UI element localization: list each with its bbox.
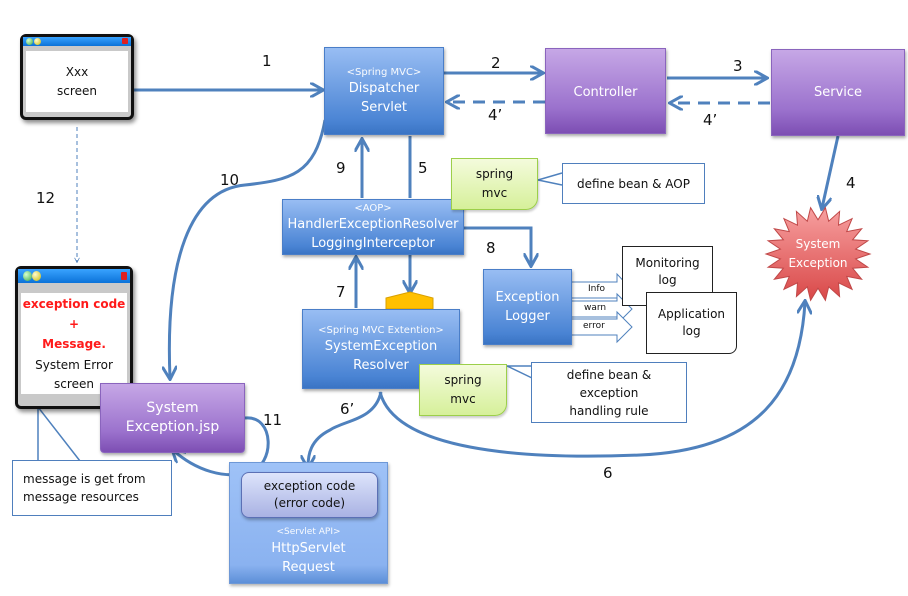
system-exception-node[interactable]: System Exception bbox=[778, 235, 858, 273]
arrow-6 bbox=[378, 302, 805, 458]
logger-line2: Logger bbox=[505, 309, 550, 324]
window-dot-green bbox=[26, 38, 33, 45]
edge-label-8: 8 bbox=[486, 239, 496, 257]
edge-label-2: 2 bbox=[491, 54, 501, 72]
interceptor-line2: LoggingInterceptor bbox=[311, 235, 435, 251]
callout-rule-line3: handling rule bbox=[569, 403, 649, 418]
system-exception-line2: Exception bbox=[788, 256, 848, 270]
jsp-line1: System bbox=[146, 400, 199, 416]
resolver-gate-shape bbox=[385, 291, 434, 310]
application-log-line1: Application bbox=[657, 307, 726, 321]
edge-label-5: 5 bbox=[418, 159, 428, 177]
window-dot-yellow bbox=[32, 271, 41, 281]
dispatcher-servlet-node[interactable]: <Spring MVC> Dispatcher Servlet bbox=[324, 47, 444, 135]
arrow-6prime bbox=[308, 391, 383, 467]
callout-message-resources: message is get from message resources bbox=[12, 460, 172, 516]
logging-interceptor-node[interactable]: <AOP> HandlerExceptionResolver LoggingIn… bbox=[282, 199, 464, 255]
resolver-line2: Resolver bbox=[353, 357, 409, 373]
callout-define-bean-aop: define bean & AOP bbox=[562, 163, 705, 204]
spring-mvc-note-2: spring mvc bbox=[419, 364, 507, 416]
resolver-stereotype: <Spring MVC Extention> bbox=[318, 324, 444, 336]
edge-label-10: 10 bbox=[220, 171, 240, 189]
edge-label-11: 11 bbox=[263, 411, 283, 429]
controller-node[interactable]: Controller bbox=[545, 48, 666, 134]
edge-label-3: 3 bbox=[733, 57, 743, 75]
service-label: Service bbox=[813, 85, 863, 100]
callout-tail-message bbox=[37, 404, 81, 462]
system-exception-line1: System bbox=[795, 237, 841, 251]
resolver-line1: SystemException bbox=[324, 338, 438, 354]
callout-tail-bean-rule bbox=[506, 365, 533, 379]
callout-bean-aop-text: define bean & AOP bbox=[577, 176, 690, 191]
window-close-icon[interactable] bbox=[122, 38, 128, 44]
edge-label-1: 1 bbox=[262, 52, 272, 70]
note2-line2: mvc bbox=[450, 392, 476, 406]
error-highlight-line2: + bbox=[68, 316, 80, 331]
controller-label: Controller bbox=[573, 85, 638, 100]
window-dot-green bbox=[23, 271, 32, 281]
spring-mvc-note-1: spring mvc bbox=[451, 158, 538, 210]
edge-label-4prime-a: 4’ bbox=[488, 106, 503, 124]
dispatcher-stereotype: <Spring MVC> bbox=[346, 66, 422, 78]
system-exception-burst bbox=[764, 206, 872, 302]
jsp-line2: Exception.jsp bbox=[125, 419, 220, 435]
monitoring-log-line2: log bbox=[658, 273, 677, 287]
callout-message-line2: message resources bbox=[23, 490, 139, 504]
edge-label-7: 7 bbox=[336, 283, 346, 301]
request-line2: Request bbox=[282, 560, 335, 575]
log-level-error: error bbox=[583, 321, 605, 331]
monitoring-log-line1: Monitoring bbox=[635, 256, 700, 270]
exception-code-attribute: exception code (error code) bbox=[241, 472, 378, 518]
callout-define-bean-rule: define bean & exception handling rule bbox=[531, 362, 687, 423]
window-titlebar bbox=[23, 37, 131, 46]
request-line1: HttpServlet bbox=[271, 541, 346, 556]
interceptor-line1: HandlerExceptionResolver bbox=[287, 216, 459, 232]
callout-rule-line2: exception bbox=[579, 385, 639, 400]
request-stereotype: <Servlet API> bbox=[276, 527, 341, 537]
system-exception-jsp-node[interactable]: System Exception.jsp bbox=[100, 383, 245, 453]
window-dot-yellow bbox=[34, 38, 41, 45]
error-highlight-line3: Message. bbox=[42, 336, 106, 351]
exception-logger-node[interactable]: Exception Logger bbox=[483, 269, 572, 345]
edge-label-6prime: 6’ bbox=[340, 400, 355, 418]
callout-message-line1: message is get from bbox=[23, 472, 146, 486]
error-highlight-line1: exception code bbox=[22, 296, 126, 311]
note1-line1: spring bbox=[475, 167, 514, 181]
xxx-screen-line1: Xxx bbox=[65, 64, 89, 79]
window-close-icon[interactable] bbox=[121, 272, 127, 280]
edge-label-6: 6 bbox=[603, 464, 613, 482]
log-level-info: Info bbox=[588, 284, 606, 294]
application-log-line2: log bbox=[682, 324, 701, 338]
note2-line1: spring bbox=[444, 373, 482, 387]
log-arrow-error bbox=[570, 310, 633, 344]
attr-line1: exception code bbox=[263, 479, 356, 493]
edge-label-4prime-b: 4’ bbox=[703, 111, 718, 129]
edge-label-4: 4 bbox=[846, 174, 856, 192]
attr-line2: (error code) bbox=[273, 496, 346, 510]
xxx-screen-line2: screen bbox=[57, 83, 97, 98]
arrow-8 bbox=[464, 226, 531, 265]
service-node[interactable]: Service bbox=[771, 49, 905, 136]
note1-line2: mvc bbox=[481, 186, 508, 200]
arrow-10 bbox=[169, 119, 327, 378]
callout-tail-bean-aop bbox=[537, 172, 563, 186]
interceptor-stereotype: <AOP> bbox=[354, 202, 392, 214]
dispatcher-line1: Dispatcher bbox=[348, 80, 420, 96]
application-log-document[interactable]: Application log bbox=[646, 292, 737, 354]
error-screen-line2: screen bbox=[54, 376, 94, 391]
xxx-screen-window[interactable]: Xxx screen bbox=[20, 34, 134, 120]
logger-line1: Exception bbox=[495, 290, 560, 305]
dispatcher-line2: Servlet bbox=[361, 99, 407, 115]
edge-label-9: 9 bbox=[336, 159, 346, 177]
error-screen-line1: System Error bbox=[35, 357, 113, 372]
window-titlebar bbox=[18, 269, 130, 283]
log-level-warn: warn bbox=[584, 303, 607, 313]
arrow-4 bbox=[822, 135, 840, 208]
edge-label-12: 12 bbox=[36, 189, 56, 207]
callout-rule-line1: define bean & bbox=[566, 367, 652, 382]
